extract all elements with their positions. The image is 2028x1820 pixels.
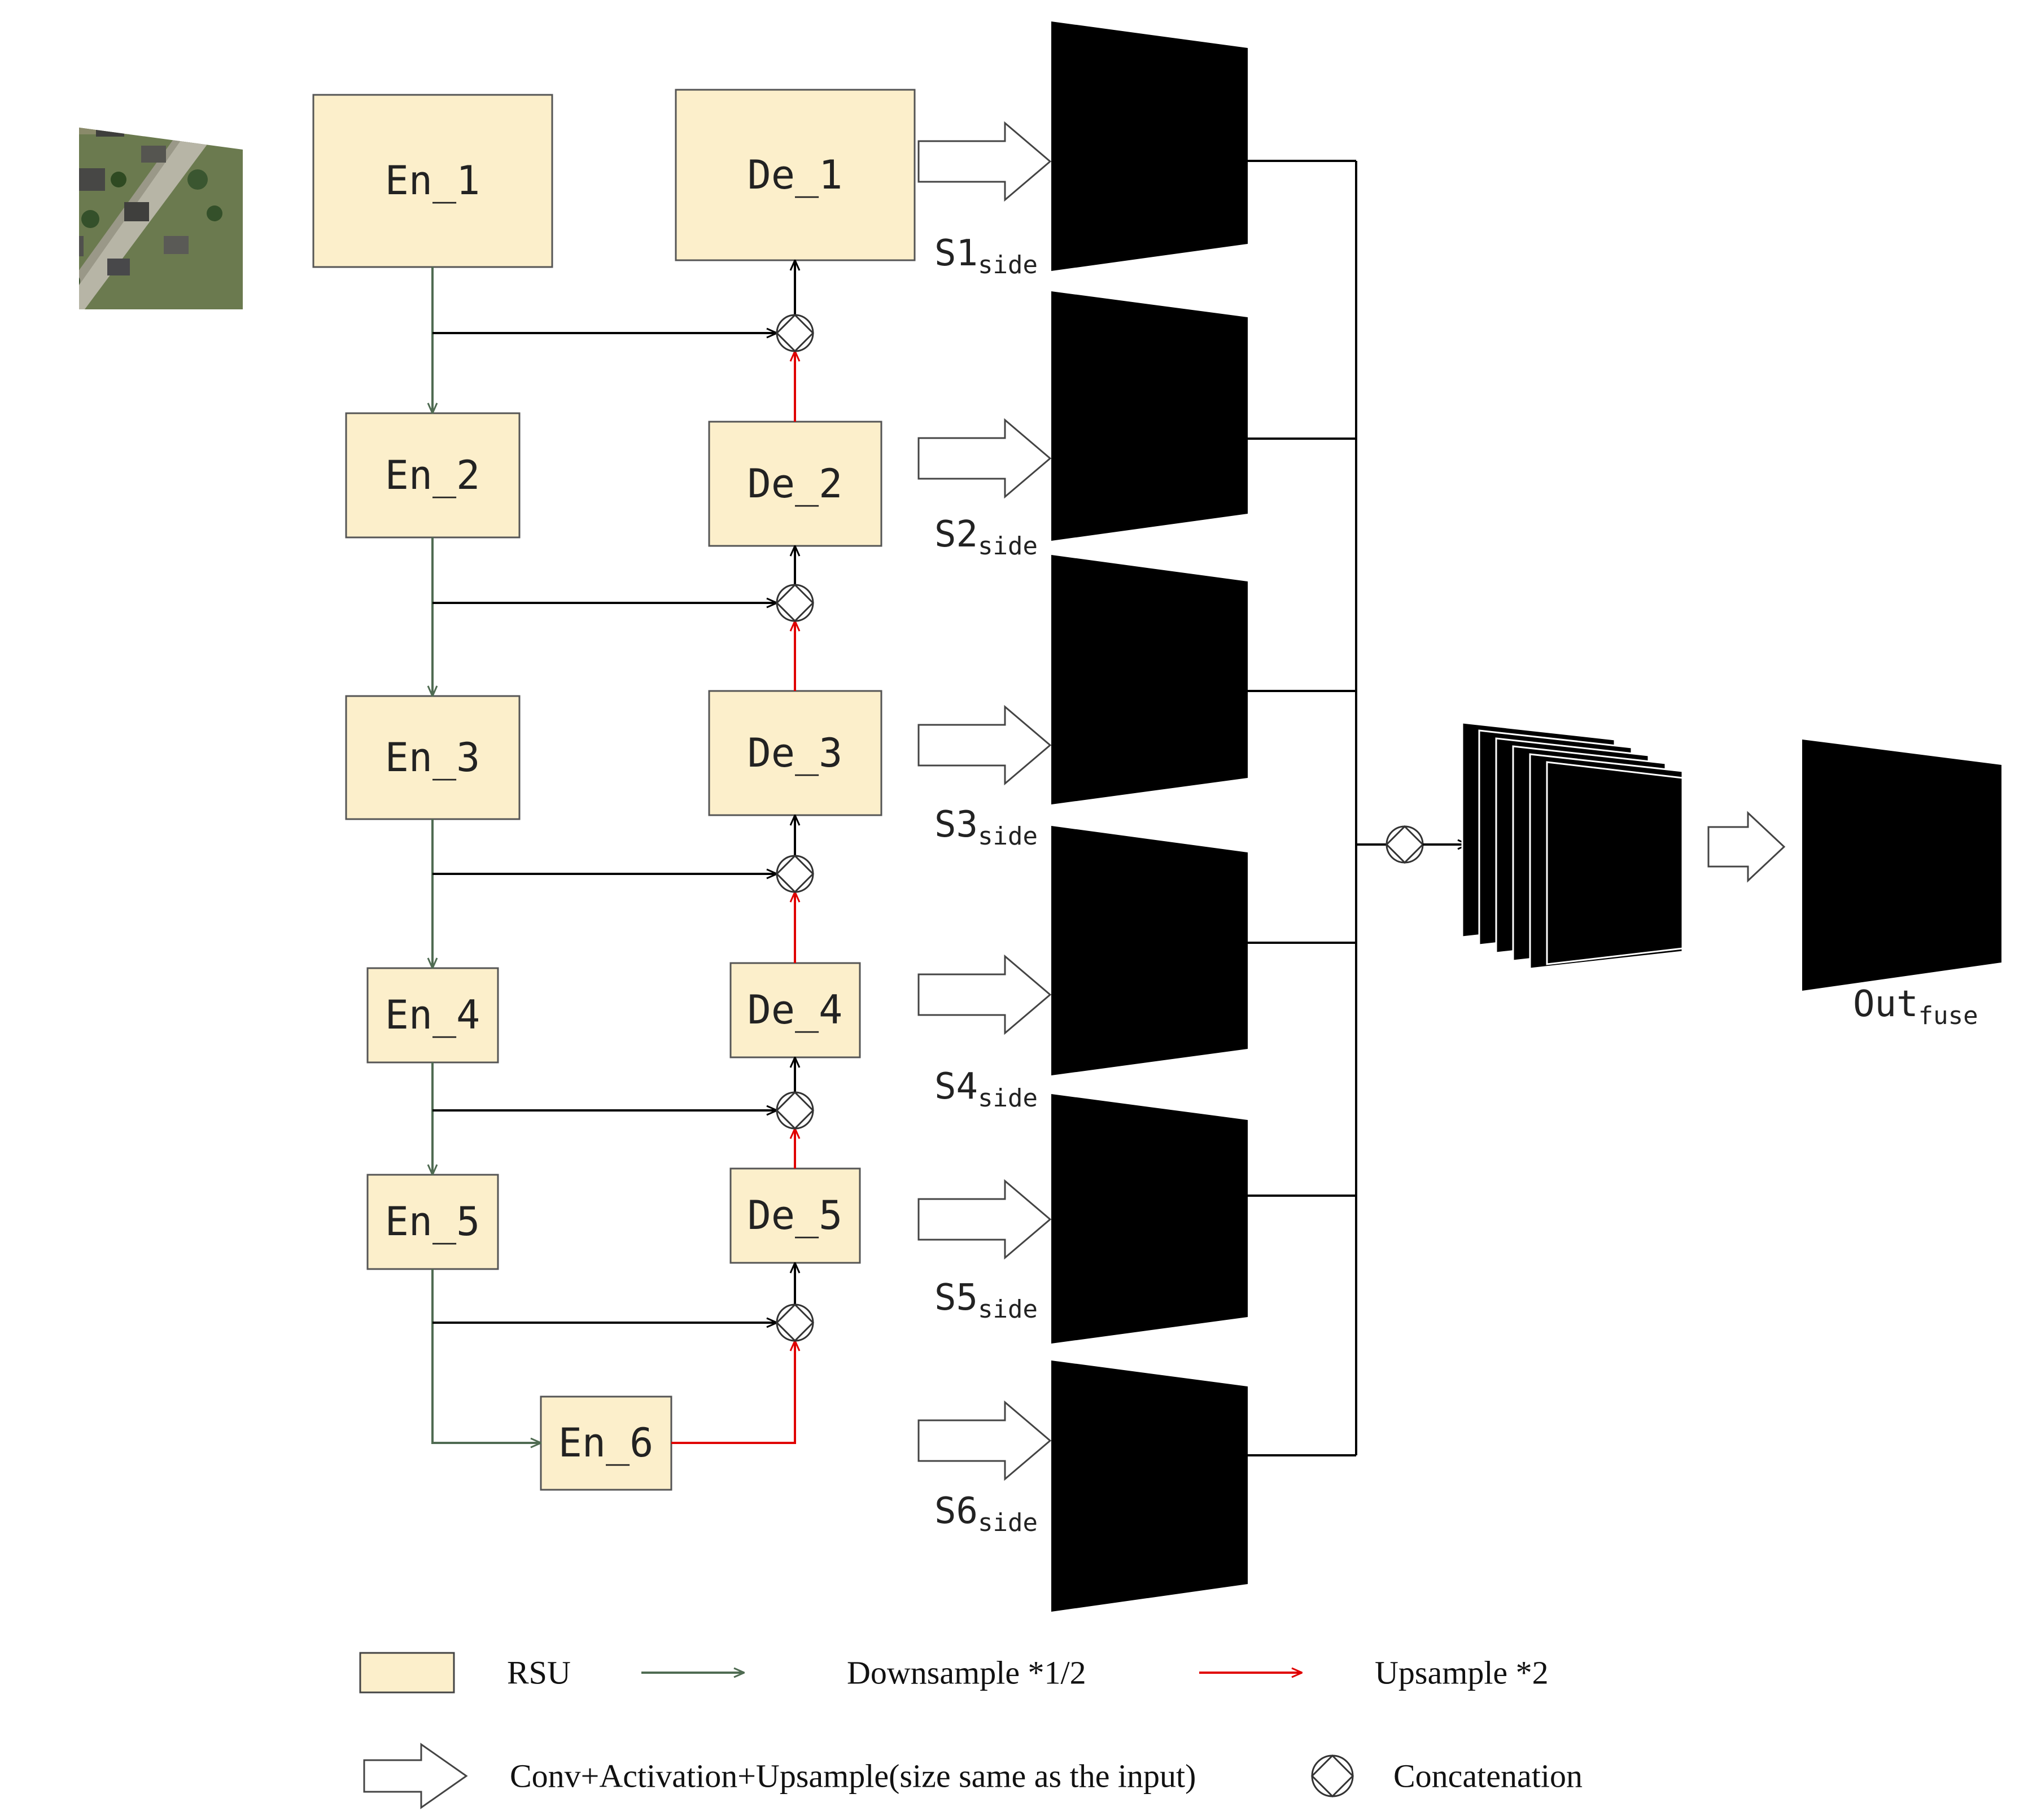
concat-icon	[775, 583, 815, 623]
svg-text:Concatenation: Concatenation	[1393, 1758, 1583, 1795]
encoder-en3: En_3	[345, 695, 521, 820]
svg-text:RSU: RSU	[507, 1655, 571, 1691]
hollow-arrow-icon	[363, 1743, 468, 1809]
decoder-label: De_1	[748, 152, 843, 198]
side-label: S2side	[934, 514, 1038, 561]
concat-icon	[1310, 1754, 1354, 1798]
fused-output-mask	[1802, 740, 2001, 991]
concat-icon	[775, 854, 815, 894]
side-output-mask-4	[1051, 826, 1248, 1075]
svg-text:Upsample *2: Upsample *2	[1375, 1655, 1549, 1691]
svg-text:Downsample *1/2: Downsample *1/2	[847, 1655, 1086, 1691]
hollow-arrow-icon	[917, 1400, 1052, 1481]
concat-symbols	[775, 313, 815, 1342]
upsample-arrows	[671, 351, 795, 1444]
side-label: S6side	[934, 1490, 1038, 1537]
side-output-labels: S1side S2side S3side S4side S5side S6sid…	[934, 233, 1038, 1537]
encoder-en5: En_5	[366, 1174, 499, 1270]
legend-rsu: RSU	[359, 1652, 571, 1694]
decoder-de5: De_5	[729, 1167, 861, 1264]
side-label: S4side	[934, 1066, 1038, 1113]
input-aerial-image	[40, 67, 237, 309]
side-label: S3side	[934, 804, 1038, 851]
legend-conv: Conv+Activation+Upsample(size same as th…	[363, 1743, 1196, 1809]
hollow-arrow-icon	[917, 1179, 1052, 1260]
encoder-en2: En_2	[345, 412, 521, 539]
fusion-bus	[1248, 160, 1468, 1456]
encoder-label: En_4	[385, 992, 480, 1038]
encoder-label: En_6	[558, 1420, 654, 1466]
side-hollow-arrows	[917, 121, 1052, 1481]
hollow-arrow-icon	[917, 954, 1052, 1035]
decoder-label: De_5	[748, 1192, 843, 1239]
legend: RSU Downsample *1/2 Upsample *2 Conv+Act…	[359, 1652, 1583, 1809]
hollow-arrow-icon	[917, 705, 1052, 786]
side-output-mask-5	[1051, 1094, 1248, 1344]
encoder-label: En_3	[385, 734, 480, 781]
encoder-label: En_5	[385, 1198, 480, 1245]
hollow-arrow-icon	[917, 121, 1052, 202]
decoder-label: De_4	[748, 987, 843, 1033]
decoder-de1: De_1	[675, 89, 916, 261]
hollow-arrow-icon	[1707, 811, 1786, 883]
legend-concat: Concatenation	[1310, 1754, 1583, 1798]
concat-icon	[775, 1091, 815, 1130]
decoder-de3: De_3	[708, 690, 882, 816]
encoder-en1: En_1	[312, 94, 553, 268]
decoder-de2: De_2	[708, 421, 882, 547]
concat-icon	[775, 1303, 815, 1342]
skip-connections	[432, 333, 777, 1323]
legend-upsample: Upsample *2	[1199, 1655, 1549, 1691]
side-output-mask-3	[1051, 555, 1248, 804]
encoder-label: En_1	[385, 158, 480, 204]
decoder-label: De_3	[748, 730, 843, 776]
concat-icon	[775, 313, 815, 353]
legend-downsample: Downsample *1/2	[641, 1655, 1086, 1691]
encoder-en6: En_6	[540, 1395, 672, 1491]
svg-text:Conv+Activation+Upsample(size: Conv+Activation+Upsample(size same as th…	[510, 1758, 1196, 1795]
decoder-label: De_2	[748, 461, 843, 507]
encoder-label: En_2	[385, 452, 480, 498]
side-label: S5side	[934, 1277, 1038, 1324]
fused-output-label: Outfuse	[1853, 983, 1978, 1030]
side-output-mask-6	[1051, 1360, 1248, 1612]
side-label: S1side	[934, 233, 1038, 279]
hollow-arrow-icon	[917, 418, 1052, 499]
stacked-feature-maps	[1461, 721, 1684, 970]
downsample-arrows	[432, 267, 541, 1443]
side-output-mask-2	[1051, 291, 1248, 541]
encoder-en4: En_4	[366, 967, 499, 1064]
side-output-mask-1	[1051, 21, 1248, 271]
concat-icon	[1385, 825, 1424, 864]
decoder-de4: De_4	[729, 962, 861, 1058]
